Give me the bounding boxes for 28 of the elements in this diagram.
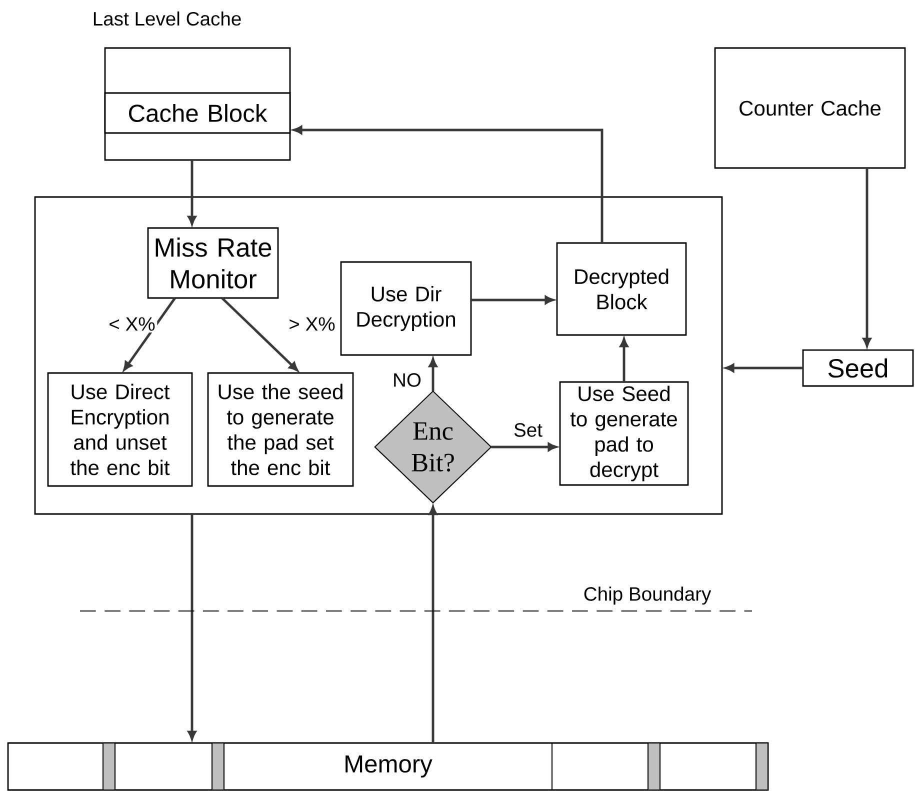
- arrow: [620, 338, 628, 382]
- cache-block-band: Cache Block: [104, 92, 291, 134]
- process-box: Use Dir Decryption: [340, 261, 472, 356]
- process-box: Use Direct Encryption and unset the enc bit: [47, 372, 193, 487]
- arrow: [188, 160, 196, 225]
- process-box: Miss Rate Monitor: [147, 227, 279, 299]
- arrow: [471, 296, 554, 304]
- process-box: Use Seed to generate pad to decrypt: [559, 381, 689, 486]
- arrow: [221, 297, 298, 372]
- arrow: [428, 506, 438, 743]
- edge-label: Set: [512, 421, 544, 439]
- process-box: Seed: [802, 349, 914, 387]
- arrow: [293, 126, 604, 243]
- arrow: [123, 297, 176, 371]
- arrow: [725, 364, 803, 372]
- arrow: [862, 168, 872, 347]
- node-label: Last Level Cache: [94, 11, 241, 26]
- edge-label: < X%: [106, 315, 158, 333]
- edge-label: > X%: [286, 315, 338, 333]
- arrow: [491, 442, 557, 452]
- memory-bar: Memory: [7, 742, 769, 791]
- process-box: Decrypted Block: [556, 242, 687, 336]
- process-box: Use the seed to generate the pad set the enc bit: [207, 372, 354, 487]
- boundary-label: Chip Boundary: [584, 586, 712, 605]
- edge-label: NO: [390, 371, 424, 389]
- arrow: [428, 358, 438, 392]
- process-box: Counter Cache: [714, 47, 906, 169]
- arrow: [188, 514, 196, 740]
